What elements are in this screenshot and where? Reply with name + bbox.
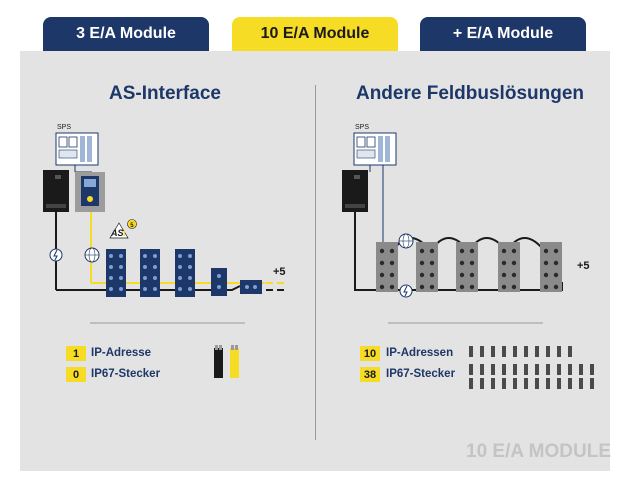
connector-yellow-icon — [230, 345, 239, 378]
tab-label: + E/A Module — [452, 25, 554, 42]
right-plug-label: IP67-Stecker — [386, 368, 456, 380]
right-ip-count-badge: 10 — [360, 346, 380, 361]
right-plug-count-badge: 38 — [360, 367, 380, 382]
io-module-flat-icon — [240, 280, 262, 294]
io-module-icon — [140, 249, 160, 297]
network-globe-icon — [398, 233, 414, 249]
power-bolt-icon — [49, 248, 63, 262]
sps-label: SPS — [57, 124, 72, 131]
tab-plus-ea-module[interactable]: + E/A Module — [420, 17, 586, 51]
plc-rack-icon — [55, 132, 99, 166]
tab-10-ea-module[interactable]: 10 E/A Module — [232, 17, 398, 51]
svg-text:AS: AS — [110, 228, 124, 238]
left-plug-label: IP67-Stecker — [91, 368, 161, 380]
io-module-grey-icon — [498, 242, 520, 292]
svg-text:i: i — [123, 228, 126, 238]
left-plus-label: +5 — [273, 266, 286, 278]
left-ip-count-badge: 1 — [66, 346, 86, 361]
network-globe-icon — [84, 247, 100, 263]
tab-label: 3 E/A Module — [76, 25, 176, 42]
power-supply-icon — [342, 170, 368, 212]
io-module-grey-icon — [376, 242, 398, 292]
tab-3-ea-module[interactable]: 3 E/A Module — [43, 17, 209, 51]
io-module-icon — [106, 249, 126, 297]
center-divider — [315, 85, 316, 440]
plc-rack-icon — [353, 132, 397, 166]
asi-logo-icon: AS i 5 — [109, 219, 137, 239]
io-module-grey-icon — [416, 242, 438, 292]
power-bolt-icon — [399, 284, 413, 298]
right-ip-label: IP-Adressen — [386, 347, 454, 359]
io-module-grey-icon — [456, 242, 478, 292]
io-module-icon — [175, 249, 195, 297]
left-title: AS-Interface — [109, 83, 221, 104]
tab-label: 10 E/A Module — [260, 25, 370, 42]
connector-grid-icon — [469, 346, 594, 389]
io-module-grey-icon — [540, 242, 562, 292]
io-module-small-icon — [211, 268, 227, 296]
left-ip-label: IP-Adresse — [91, 347, 152, 359]
connector-black-icon — [214, 345, 223, 378]
svg-text:5: 5 — [130, 223, 134, 229]
right-plus-label: +5 — [577, 260, 590, 272]
left-plug-count-badge: 0 — [66, 367, 86, 382]
sps-label: SPS — [355, 124, 370, 131]
watermark-text: 10 E/A MODULE — [466, 441, 611, 462]
gateway-icon — [75, 172, 105, 212]
right-title: Andere Feldbuslösungen — [355, 83, 585, 104]
power-supply-icon — [43, 170, 69, 212]
